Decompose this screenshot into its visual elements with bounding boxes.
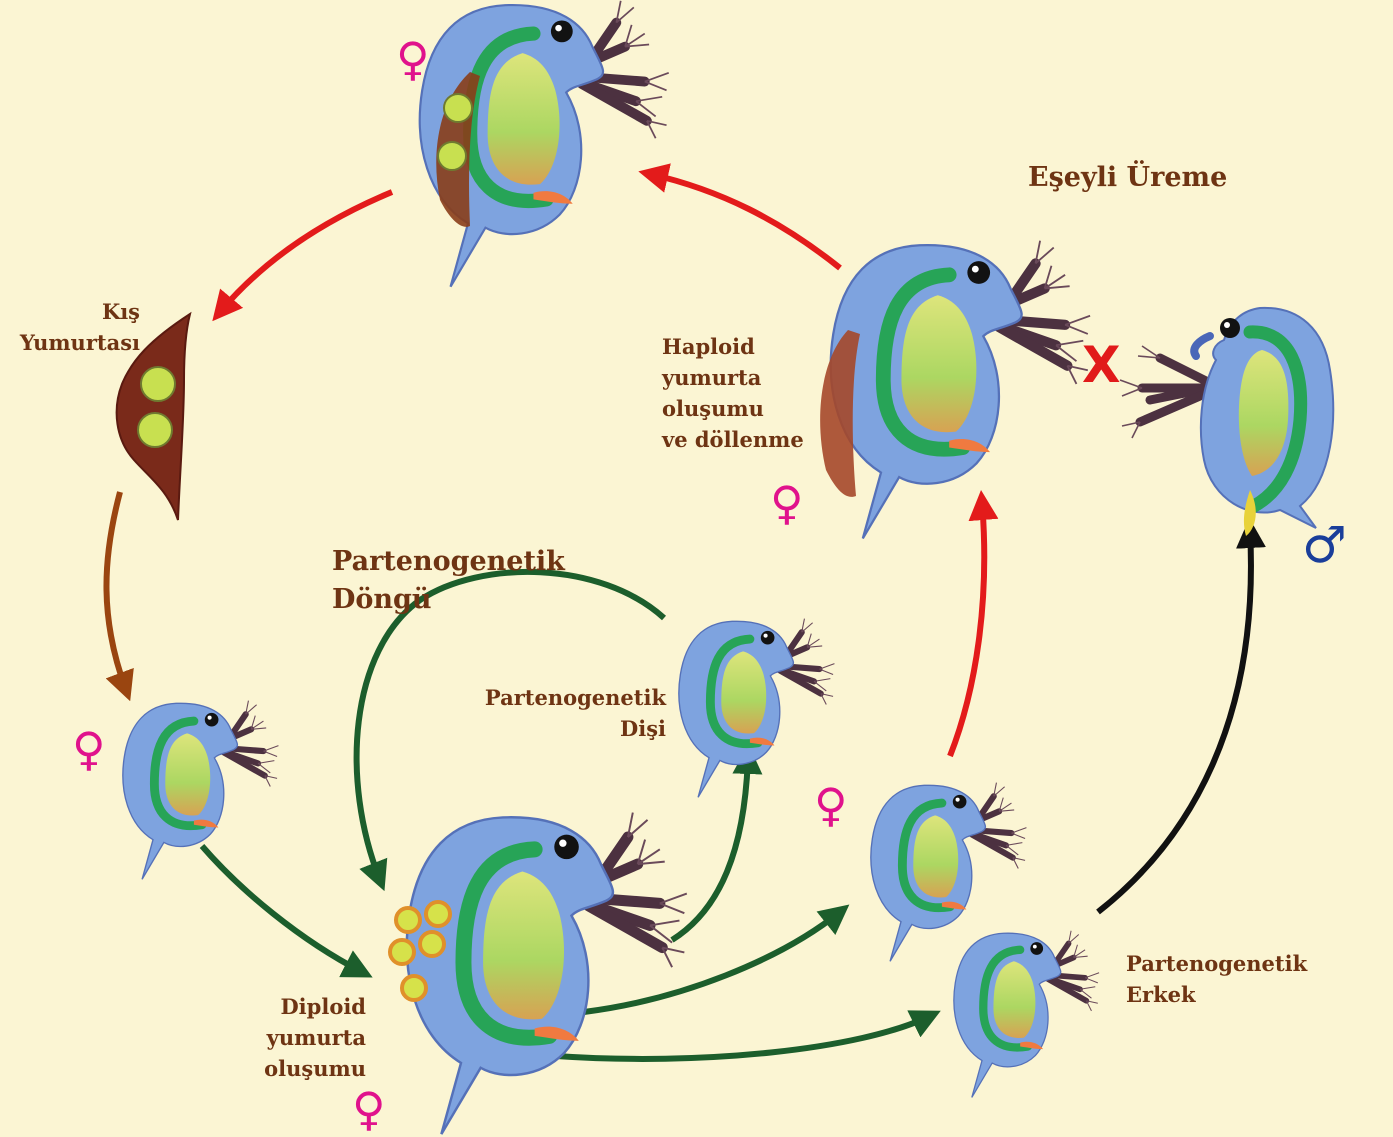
- arrow-top-to-winter-egg: [220, 192, 392, 312]
- haploid-egg-label: Haploid yumurta oluşumu ve döllenme: [662, 331, 804, 455]
- male-symbol: ♂: [1302, 522, 1347, 568]
- arrow-female-to-diploid: [202, 846, 362, 972]
- parthenogenetic-cycle-title: Partenogenetik Döngü: [332, 543, 565, 619]
- daphnia-diploid-female: [390, 813, 687, 1135]
- female-symbol-right: ♀: [814, 782, 848, 828]
- daphnia-top-female-with-ephippium: [420, 1, 669, 287]
- parth-male-label: Partenogenetik Erkek: [1126, 948, 1307, 1010]
- winter-egg-label: Kış Yumurtası: [14, 296, 140, 358]
- arrow-winter-egg-to-female: [106, 492, 126, 690]
- female-symbol-haploid: ♀: [770, 480, 804, 526]
- sexual-reproduction-title: Eşeyli Üreme: [1028, 160, 1227, 196]
- daphnia-male: [1120, 308, 1333, 536]
- female-symbol-diploid: ♀: [352, 1086, 386, 1132]
- female-symbol-top: ♀: [396, 36, 430, 82]
- mating-cross-mark: X: [1082, 340, 1121, 390]
- daphnia-small-female-left: [123, 701, 279, 880]
- daphnia-parth-female: [679, 619, 835, 798]
- arrow-parth-male-to-male: [1098, 530, 1251, 912]
- arrow-diploid-to-parth-male: [556, 1016, 930, 1059]
- parth-female-label: Partenogenetik Dişi: [480, 682, 666, 744]
- arrow-haploid-to-top: [650, 174, 840, 268]
- daphnia-parth-male: [954, 931, 1099, 1098]
- arrow-right-female-to-haploid: [950, 502, 984, 756]
- female-symbol-left: ♀: [72, 726, 106, 772]
- diploid-egg-label: Diploid yumurta oluşumu: [262, 991, 366, 1084]
- daphnia-haploid-female: [820, 241, 1090, 539]
